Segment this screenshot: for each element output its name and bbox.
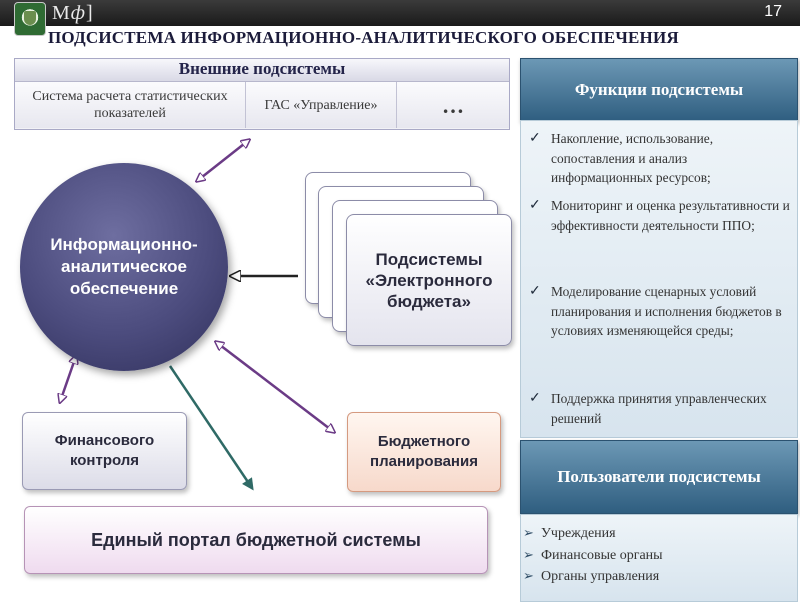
checkmark-icon: ✓ — [529, 198, 541, 213]
function-item: ✓Накопление, использование, сопоставлени… — [529, 131, 714, 186]
arrow-circle-to-portal — [168, 365, 254, 491]
functions-header: Функции подсистемы — [520, 58, 798, 122]
info-analytics-circle: Информационно-аналитическое обеспечение — [20, 163, 228, 371]
checkmark-icon: ✓ — [529, 131, 541, 146]
external-cell-statistics: Система расчета статистических показател… — [15, 82, 246, 128]
chevron-right-icon: ➢ — [523, 525, 534, 540]
users-list: ➢Учреждения ➢Финансовые органы ➢Органы у… — [520, 514, 798, 602]
arrow-external-to-circle — [197, 140, 249, 181]
budget-planning-box: Бюджетного планирования — [347, 412, 501, 492]
function-item: ✓Моделирование сценарных условий планиро… — [529, 284, 782, 339]
user-item: ➢Финансовые органы — [523, 547, 663, 563]
top-bar — [0, 0, 800, 26]
users-header: Пользователи подсистемы — [520, 440, 798, 514]
unified-portal-box: Единый портал бюджетной системы — [24, 506, 488, 574]
checkmark-icon: ✓ — [529, 284, 541, 299]
chevron-right-icon: ➢ — [523, 568, 534, 583]
checkmark-icon: ✓ — [529, 391, 541, 406]
brand-mark: Мф] — [52, 2, 94, 24]
circle-label: Информационно-аналитическое обеспечение — [50, 235, 198, 298]
electronic-budget-subsystems-card: Подсистемы «Электронного бюджета» — [346, 214, 512, 346]
function-item: ✓Мониторинг и оценка результативности и … — [529, 198, 790, 233]
arrow-circle-to-budget-planning — [216, 342, 334, 432]
external-subsystems-title: Внешние подсистемы — [15, 59, 509, 82]
emblem-logo-icon — [14, 2, 46, 36]
page-number: 17 — [764, 3, 782, 20]
cards-label: Подсистемы «Электронного бюджета» — [365, 249, 493, 311]
chevron-right-icon: ➢ — [523, 547, 534, 562]
financial-control-box: Финансового контроля — [22, 412, 187, 490]
functions-list: ✓Накопление, использование, сопоставлени… — [520, 120, 798, 438]
user-item: ➢Органы управления — [523, 568, 660, 584]
arrow-circle-to-financial-control — [60, 356, 76, 402]
external-subsystems: Внешние подсистемы Система расчета стати… — [14, 58, 510, 130]
external-cell-ellipsis: … — [397, 82, 509, 128]
function-item: ✓Поддержка принятия управленческих решен… — [529, 391, 767, 426]
user-item: ➢Учреждения — [523, 525, 616, 541]
page-title: ПОДСИСТЕМА ИНФОРМАЦИОННО-АНАЛИТИЧЕСКОГО … — [48, 28, 679, 47]
external-cell-gas: ГАС «Управление» — [246, 82, 397, 128]
